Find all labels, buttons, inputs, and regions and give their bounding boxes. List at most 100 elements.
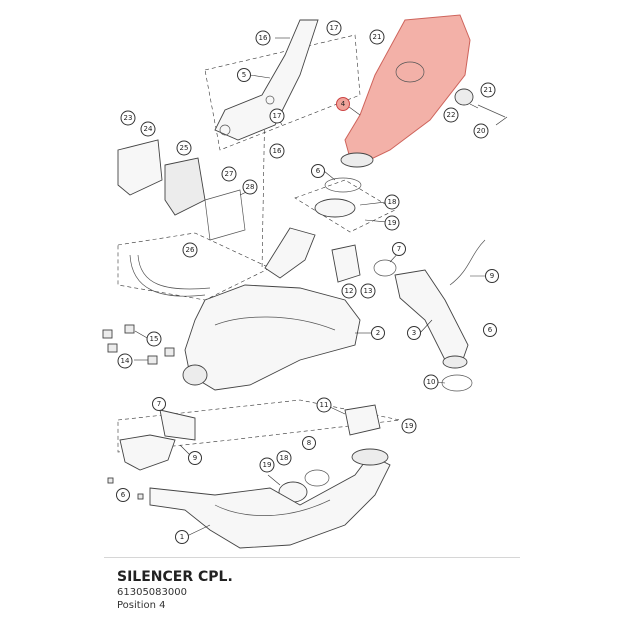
callout-7: 7 xyxy=(152,397,166,411)
callout-label: 15 xyxy=(150,335,159,343)
callout-label: 4 xyxy=(341,100,346,108)
callout-25: 25 xyxy=(176,140,192,156)
callout-3: 3 xyxy=(407,326,421,340)
callout-13: 13 xyxy=(360,283,376,299)
callout-9: 9 xyxy=(485,269,499,283)
callout-6: 6 xyxy=(311,164,325,178)
bolt-part xyxy=(477,104,506,118)
assembly-frame-lower xyxy=(117,399,401,453)
callout-label: 19 xyxy=(388,219,397,227)
callout-23: 23 xyxy=(120,110,136,126)
callout-6: 6 xyxy=(116,488,130,502)
callout-18: 18 xyxy=(384,194,400,210)
bracket-27 xyxy=(204,189,246,241)
callout-14: 14 xyxy=(117,353,133,369)
manifold-left-part xyxy=(119,434,176,471)
callout-24: 24 xyxy=(140,121,156,137)
callout-22: 22 xyxy=(443,107,459,123)
callout-19: 19 xyxy=(384,215,400,231)
callout-15: 15 xyxy=(146,331,162,347)
callout-label: 2 xyxy=(376,329,380,337)
callout-4: 4 xyxy=(336,97,350,111)
callout-label: 17 xyxy=(273,112,282,120)
gasket-right xyxy=(373,259,397,277)
callout-10: 10 xyxy=(423,374,439,390)
manifold-right-part xyxy=(394,269,469,363)
callout-label: 24 xyxy=(144,125,153,133)
assembly-frame-left xyxy=(117,232,271,301)
callout-label: 14 xyxy=(121,357,130,365)
callout-label: 16 xyxy=(273,147,282,155)
servo-motor-part xyxy=(164,157,206,216)
heat-shield-mount xyxy=(219,124,231,136)
callout-27: 27 xyxy=(221,166,237,182)
heat-shield-mount xyxy=(265,95,275,105)
callout-28: 28 xyxy=(242,179,258,195)
studs-nuts-group xyxy=(102,324,175,365)
callout-label: 25 xyxy=(180,144,189,152)
connecting-pipe xyxy=(264,227,316,279)
callout-17: 17 xyxy=(326,20,342,36)
callout-label: 12 xyxy=(345,287,354,295)
fasteners-left xyxy=(107,477,144,500)
callout-label: 6 xyxy=(488,326,493,334)
callout-label: 21 xyxy=(373,33,382,41)
silencer-inlet xyxy=(340,152,374,168)
callout-16: 16 xyxy=(269,143,285,159)
callout-21: 21 xyxy=(480,82,496,98)
callout-label: 9 xyxy=(193,454,197,462)
callout-6: 6 xyxy=(483,323,497,337)
part-position: Position 4 xyxy=(117,600,166,611)
callout-19: 19 xyxy=(259,457,275,473)
callout-17: 17 xyxy=(269,108,285,124)
callout-label: 11 xyxy=(320,401,329,409)
callout-16: 16 xyxy=(255,30,271,46)
callout-2: 2 xyxy=(371,326,385,340)
callout-12: 12 xyxy=(341,283,357,299)
callout-7: 7 xyxy=(392,242,406,256)
catalyst-outlet xyxy=(182,364,208,386)
callout-26: 26 xyxy=(182,242,198,258)
callout-8: 8 xyxy=(302,436,316,450)
callout-label: 19 xyxy=(405,422,414,430)
manifold-right-outlet xyxy=(442,355,468,369)
callout-18: 18 xyxy=(276,450,292,466)
flange-left-part xyxy=(159,409,196,441)
divider-line xyxy=(104,557,520,558)
callout-label: 10 xyxy=(427,378,436,386)
callout-label: 16 xyxy=(259,34,268,42)
assembly-frame-clamp xyxy=(294,179,396,233)
callout-label: 19 xyxy=(263,461,272,469)
rubber-mount-part xyxy=(454,88,474,106)
catalyst-housing-detail xyxy=(214,316,336,331)
callout-label: 28 xyxy=(246,183,255,191)
lambda-probe-right xyxy=(449,239,486,286)
clamp-upper xyxy=(314,198,356,218)
bowden-cable-part xyxy=(129,254,206,297)
bowden-cable-part xyxy=(137,254,211,290)
gasket-ring-10 xyxy=(441,374,473,392)
part-title: SILENCER CPL. xyxy=(117,569,233,585)
exhaust-flap-bracket xyxy=(117,139,163,196)
silencer-bracket xyxy=(395,61,425,83)
callout-label: 8 xyxy=(307,439,311,447)
callout-label: 7 xyxy=(157,400,161,408)
header-pipe-outlet xyxy=(351,448,389,466)
callout-label: 3 xyxy=(412,329,416,337)
callout-label: 6 xyxy=(121,491,126,499)
callout-label: 13 xyxy=(364,287,373,295)
callout-label: 21 xyxy=(484,86,493,94)
callout-19: 19 xyxy=(401,418,417,434)
gasket-8 xyxy=(304,469,330,487)
callout-label: 20 xyxy=(477,127,486,135)
callout-label: 6 xyxy=(316,167,321,175)
callout-label: 26 xyxy=(186,246,195,254)
callout-1: 1 xyxy=(175,530,189,544)
callout-label: 27 xyxy=(225,170,234,178)
callout-20: 20 xyxy=(473,123,489,139)
callout-label: 22 xyxy=(447,111,456,119)
callout-label: 18 xyxy=(388,198,397,206)
sensor-bracket-part xyxy=(331,244,361,283)
